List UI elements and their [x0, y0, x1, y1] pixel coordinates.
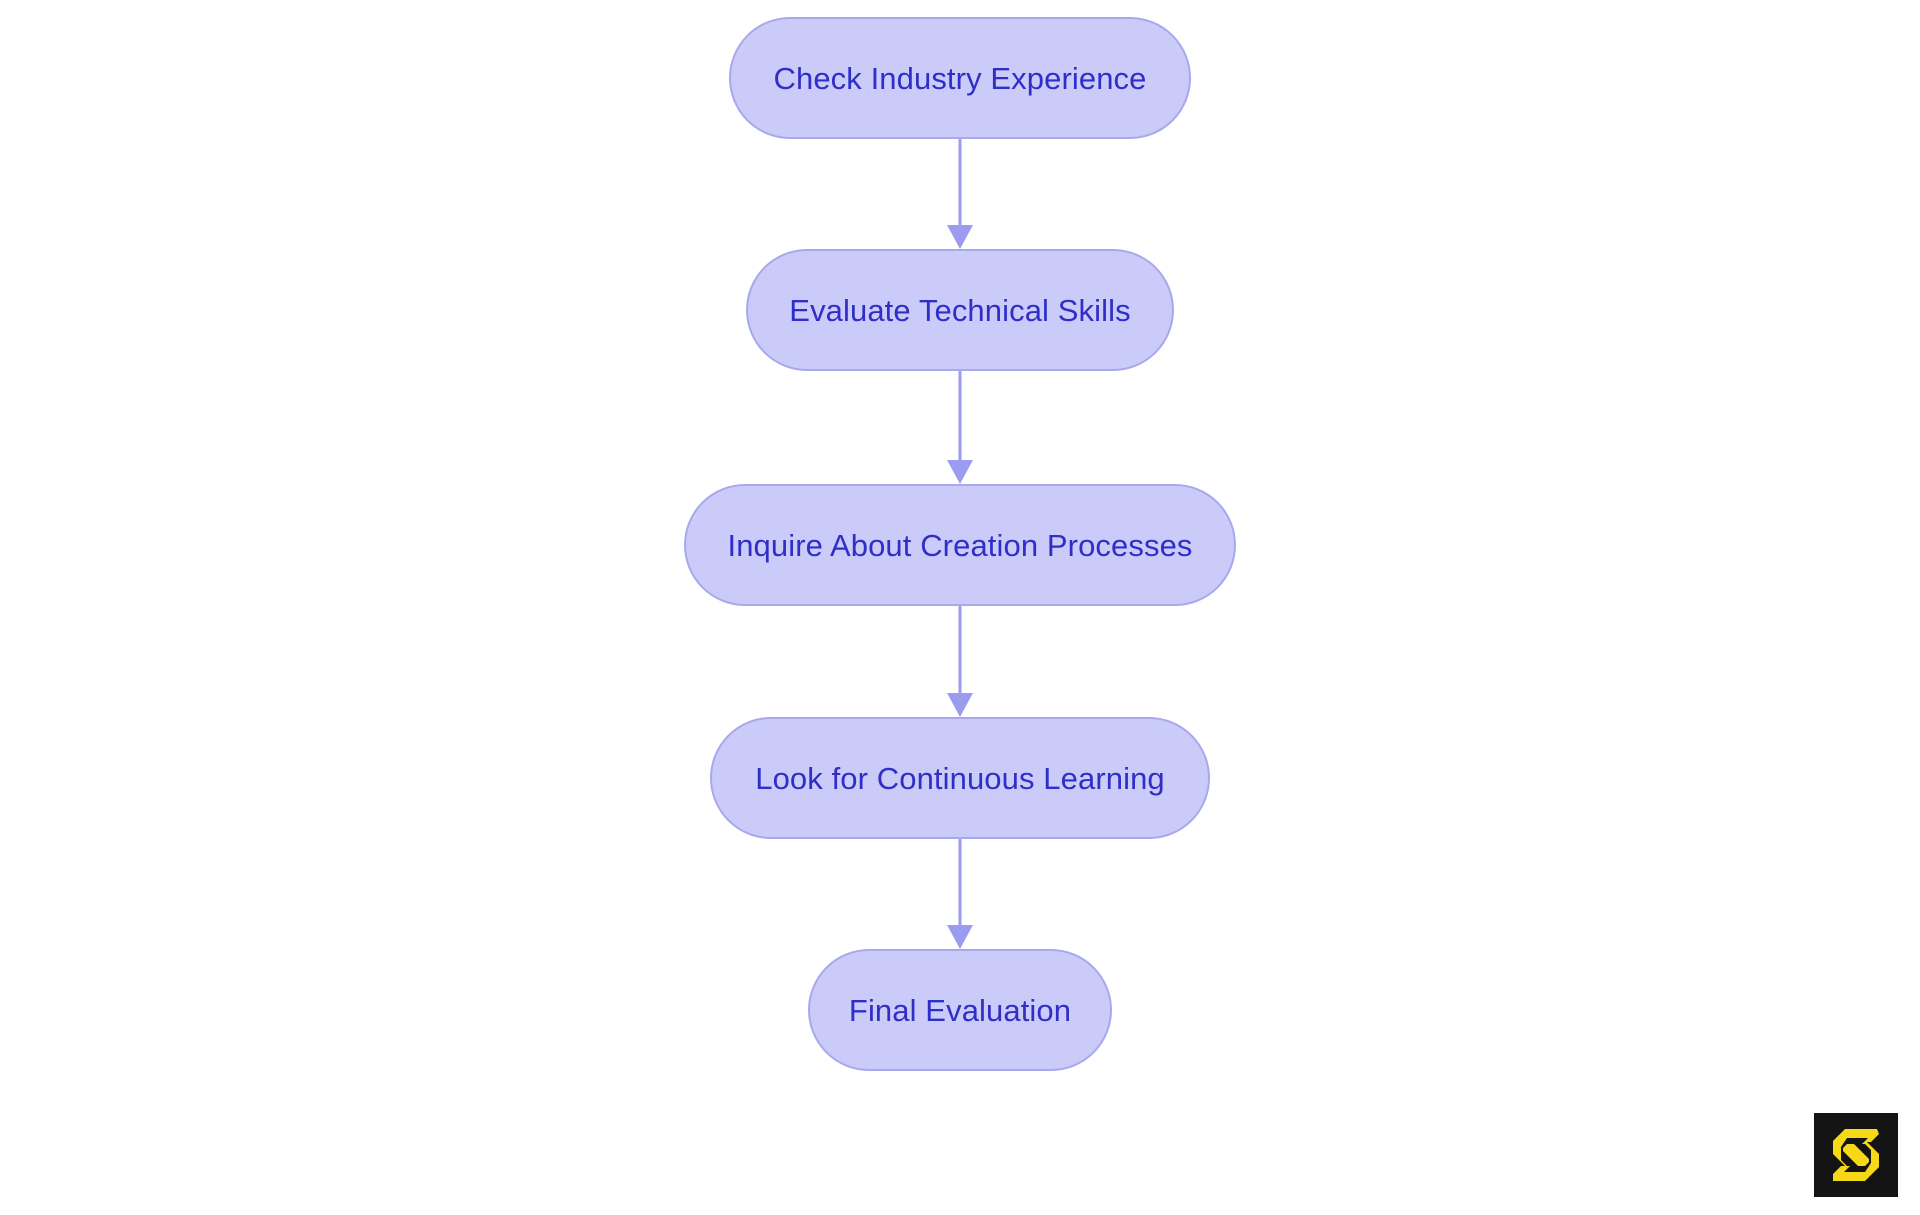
- flowchart-node-check-industry-experience[interactable]: Check Industry Experience: [729, 17, 1191, 139]
- node-label: Inquire About Creation Processes: [727, 527, 1193, 563]
- connector-line: [958, 606, 962, 693]
- connector-line: [958, 139, 962, 225]
- flowchart-connector-arrow-3: [945, 606, 975, 717]
- letter-s-logo-icon: [1829, 1127, 1883, 1183]
- flowchart-connector-arrow-4: [945, 839, 975, 949]
- flowchart-node-look-continuous-learning[interactable]: Look for Continuous Learning: [710, 717, 1210, 839]
- arrow-down-icon: [947, 460, 973, 484]
- flowchart-connector-arrow-1: [945, 139, 975, 249]
- arrow-down-icon: [947, 693, 973, 717]
- node-label: Check Industry Experience: [773, 60, 1147, 96]
- brand-logo-badge[interactable]: [1814, 1113, 1898, 1197]
- flowchart-connector-arrow-2: [945, 371, 975, 484]
- node-label: Evaluate Technical Skills: [789, 292, 1131, 328]
- node-label: Final Evaluation: [848, 992, 1072, 1028]
- flowchart-node-evaluate-technical-skills[interactable]: Evaluate Technical Skills: [746, 249, 1174, 371]
- flowchart-node-final-evaluation[interactable]: Final Evaluation: [808, 949, 1112, 1071]
- arrow-down-icon: [947, 225, 973, 249]
- arrow-down-icon: [947, 925, 973, 949]
- flowchart-node-inquire-creation-processes[interactable]: Inquire About Creation Processes: [684, 484, 1236, 606]
- node-label: Look for Continuous Learning: [755, 760, 1165, 796]
- connector-line: [958, 371, 962, 460]
- connector-line: [958, 839, 962, 925]
